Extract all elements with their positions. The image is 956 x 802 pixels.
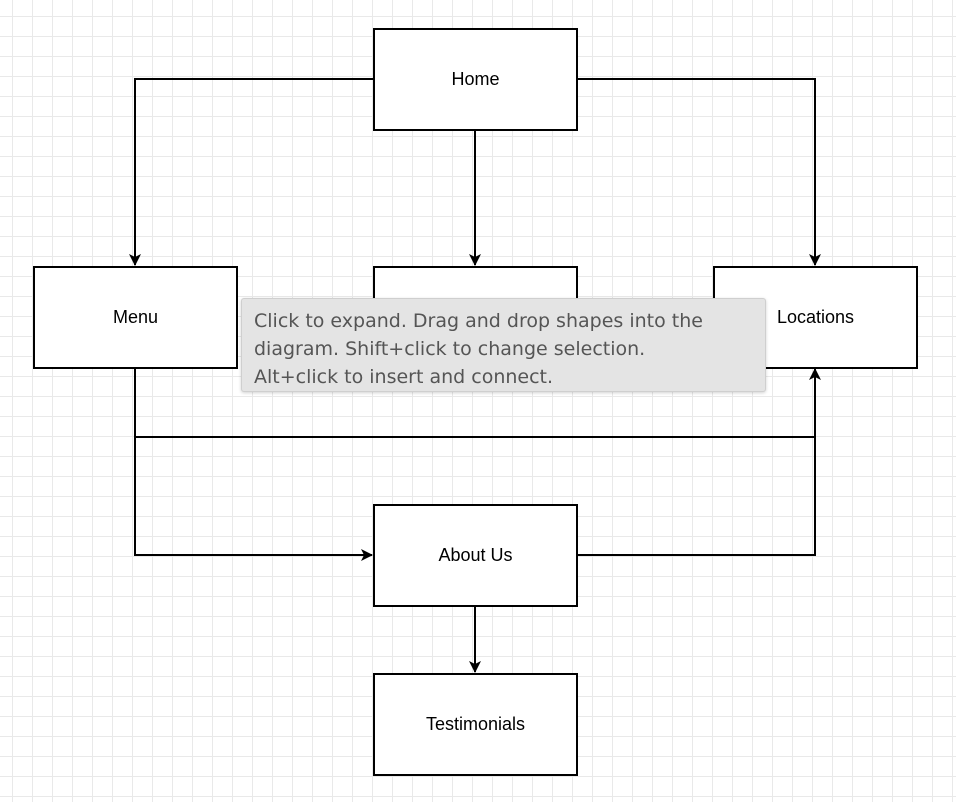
node-menu[interactable]: Menu	[33, 266, 238, 369]
edge-home-to-locations[interactable]	[578, 78, 821, 266]
edge-home-to-menu[interactable]	[129, 78, 373, 266]
node-home[interactable]: Home	[373, 28, 578, 131]
node-menu-label: Menu	[112, 307, 159, 327]
edge-menu-to-about[interactable]	[134, 368, 373, 561]
node-locations-label: Locations	[776, 307, 855, 327]
hover-tooltip: Click to expand. Drag and drop shapes in…	[241, 298, 766, 392]
node-home-label: Home	[451, 69, 500, 89]
node-about-us-label: About Us	[438, 545, 513, 565]
node-testimonials-label: Testimonials	[425, 714, 526, 734]
node-about-us[interactable]: About Us	[373, 504, 578, 607]
node-testimonials[interactable]: Testimonials	[373, 673, 578, 776]
edge-about-to-locations[interactable]	[578, 437, 816, 556]
